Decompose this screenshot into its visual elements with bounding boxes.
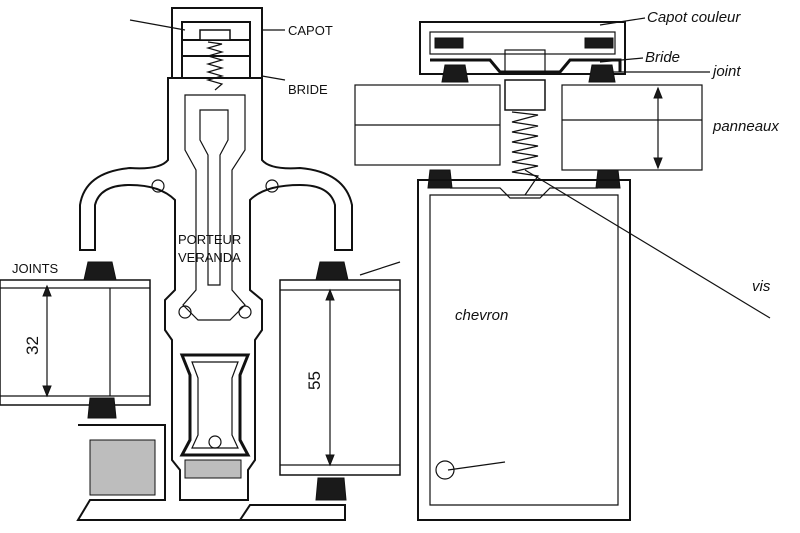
- right-section-drawing: Capot couleur Bride joint panneaux vis c…: [354, 9, 779, 521]
- dim32-arrow-bottom: [42, 385, 52, 398]
- label-bride-left: BRIDE: [288, 82, 328, 97]
- label-capot: CAPOT: [288, 23, 333, 38]
- bottom-grey-insert: [89, 439, 156, 496]
- label-bride-right: Bride: [645, 49, 680, 66]
- bottom-bracket: [76, 424, 346, 521]
- bride-right-leader: [599, 57, 644, 63]
- chevron-outline: [417, 179, 631, 521]
- dim55-arrow-bottom: [325, 454, 335, 467]
- dim32-label: 32: [23, 336, 42, 355]
- dim32-arrow-top: [42, 284, 52, 297]
- label-joint: joint: [711, 63, 741, 80]
- dim55-label: 55: [305, 371, 324, 390]
- label-chevron: chevron: [455, 307, 508, 324]
- joint-lower-right: [315, 477, 347, 501]
- joint-upper-left: [83, 261, 117, 281]
- joint-right-top-left: [441, 64, 469, 83]
- joint-lower-left: [87, 397, 117, 419]
- chevron-screw-port: [435, 460, 455, 480]
- lower-chamber: [179, 353, 251, 457]
- panneaux-arrow-bottom: [653, 157, 663, 170]
- porteur-outline: [79, 77, 353, 501]
- capot-leader: [129, 19, 186, 31]
- label-veranda: VERANDA: [178, 250, 241, 265]
- label-capot-couleur: Capot couleur: [647, 9, 741, 26]
- capot-inner-top: [429, 31, 616, 55]
- vis-leader: [524, 169, 771, 319]
- right-panel-leader: [359, 261, 401, 276]
- label-panneaux: panneaux: [712, 118, 779, 135]
- left-screw-head: [199, 29, 231, 41]
- left-hook-right: [265, 179, 279, 193]
- left-panel: [0, 279, 151, 406]
- joint-upper-right: [315, 261, 349, 281]
- label-joints: JOINTS: [12, 261, 59, 276]
- porteur-inner-web: [182, 94, 246, 321]
- label-porteur: PORTEUR: [178, 232, 241, 247]
- lower-hook: [208, 435, 222, 449]
- vis-thread: [511, 111, 540, 196]
- dim55-arrow-top: [325, 288, 335, 301]
- left-section-drawing: 32 55 CAPOT BRIDE PORTEUR VERANDA JOINTS: [0, 7, 401, 521]
- bride-leader: [261, 75, 286, 81]
- capot-slot-right: [584, 37, 614, 49]
- lower-chamber-inner: [191, 361, 239, 449]
- label-vis: vis: [752, 278, 771, 295]
- lower-grey-block: [184, 459, 242, 479]
- porteur-inner-web2: [199, 109, 229, 286]
- joint-right-top-right: [588, 64, 616, 83]
- chevron-web: [450, 187, 598, 199]
- left-hook-low-right: [238, 305, 252, 319]
- bride-right-center: [504, 49, 546, 73]
- panneaux-arrow-top: [653, 86, 663, 99]
- capot-couleur-profile: [419, 21, 626, 75]
- left-hook-low-left: [178, 305, 192, 319]
- vis-head: [504, 79, 546, 111]
- right-panel: [279, 279, 401, 476]
- capot-couleur-leader: [599, 17, 646, 26]
- chevron-inner: [429, 194, 619, 506]
- left-screw-thread: [205, 41, 225, 91]
- panel-right-right-drawing: [561, 84, 703, 171]
- capot-slot-left: [434, 37, 464, 49]
- left-hook-left: [151, 179, 165, 193]
- chevron-port-leader: [447, 461, 506, 471]
